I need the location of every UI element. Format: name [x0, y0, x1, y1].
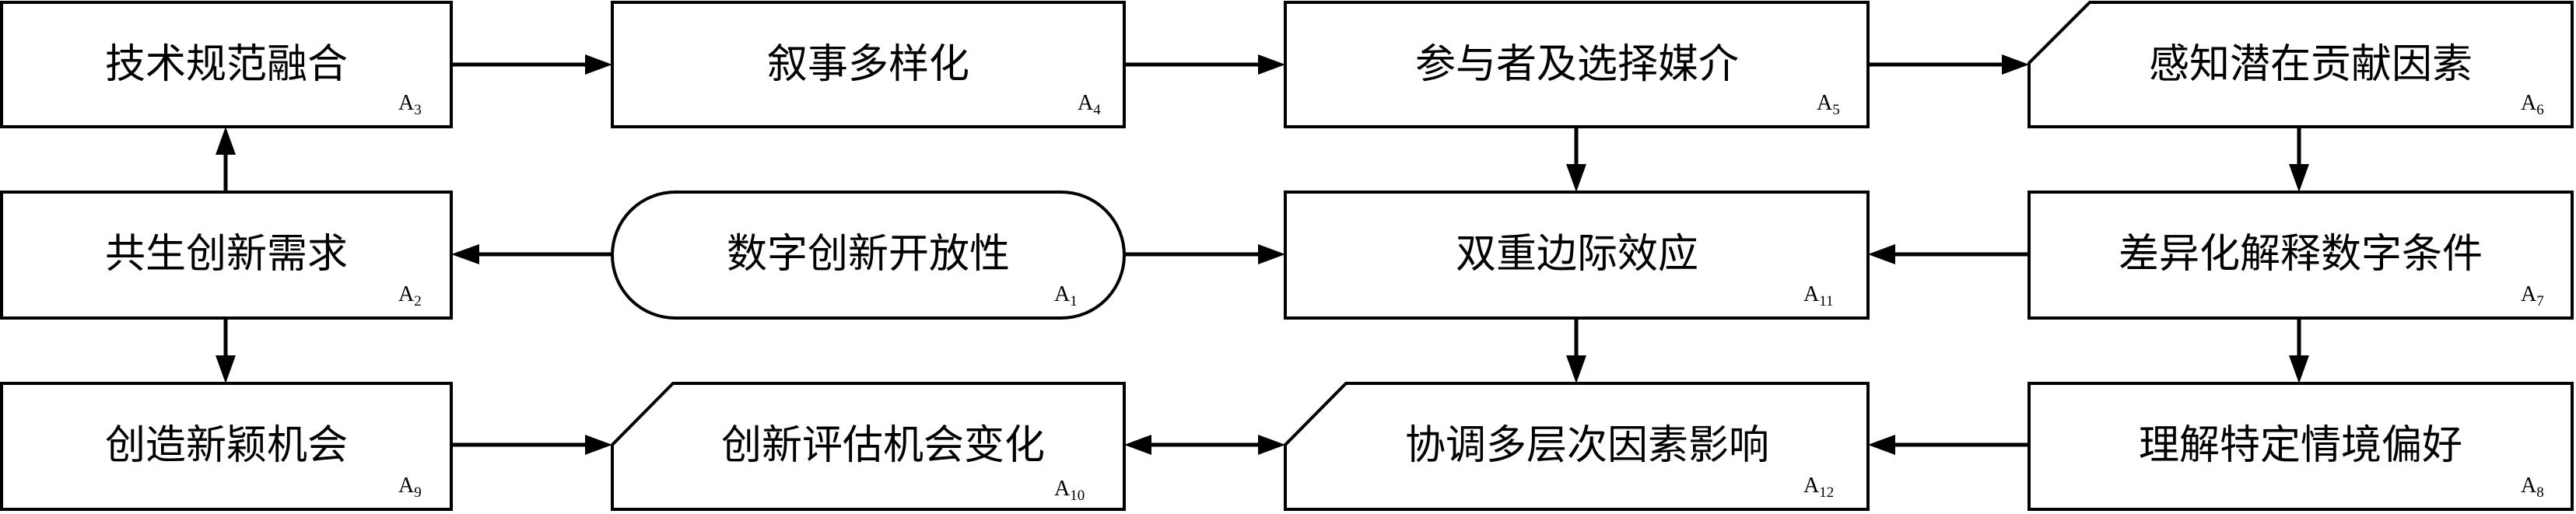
edge-a5-a6	[1868, 54, 2029, 75]
node-a1-label: 数字创新开放性	[727, 231, 1010, 278]
node-a9-id: A9	[398, 474, 422, 501]
edge-a7-a8	[2289, 318, 2309, 383]
edge-a5-a11	[1566, 127, 1586, 192]
node-a4: 叙事多样化 A4	[611, 1, 1126, 128]
node-a8-id: A8	[2521, 474, 2544, 501]
node-a3-id: A3	[398, 91, 422, 118]
node-a7: 差异化解释数字条件 A7	[2028, 191, 2574, 320]
node-a2-label: 共生创新需求	[105, 231, 348, 278]
node-a5-label: 参与者及选择媒介	[1415, 41, 1739, 88]
edge-a2-a3	[216, 127, 236, 192]
node-a10-id: A10	[1054, 477, 1085, 504]
node-a11-id: A11	[1803, 282, 1834, 309]
node-a3-label: 技术规范融合	[105, 41, 348, 88]
node-a7-label: 差异化解释数字条件	[2119, 231, 2483, 278]
edge-a1-a11	[1124, 244, 1285, 264]
edge-a6-a7	[2289, 127, 2309, 192]
edge-a4-a5	[1124, 54, 1285, 75]
edges	[216, 54, 2309, 455]
node-a12-id: A12	[1803, 474, 1834, 501]
edge-a1-a2	[451, 244, 612, 264]
node-a5-id: A5	[1817, 91, 1840, 118]
node-a7-id: A7	[2521, 282, 2544, 309]
node-a9-label: 创造新颖机会	[105, 422, 348, 469]
node-a9: 创造新颖机会 A9	[0, 382, 453, 511]
node-a10: 创新评估机会变化 A10	[611, 382, 1126, 511]
node-a12-label: 协调多层次因素影响	[1405, 422, 1769, 469]
node-a2-id: A2	[398, 282, 422, 309]
edge-a3-a4	[451, 54, 612, 75]
node-a4-label: 叙事多样化	[767, 41, 969, 88]
node-a11: 双重边际效应 A11	[1284, 191, 1870, 320]
edge-a7-a11	[1868, 244, 2029, 264]
edge-a10-a12	[1124, 435, 1285, 455]
node-a6-label: 感知潜在贡献因素	[2149, 41, 2473, 88]
node-a4-id: A4	[1078, 91, 1101, 118]
edge-a2-a9	[216, 318, 236, 383]
node-a10-label: 创新评估机会变化	[721, 422, 1045, 469]
node-a6: 感知潜在贡献因素 A6	[2028, 1, 2574, 128]
node-a11-label: 双重边际效应	[1456, 231, 1698, 278]
node-a12: 协调多层次因素影响 A12	[1284, 382, 1870, 511]
node-a8-label: 理解特定情境偏好	[2139, 422, 2462, 469]
node-a6-id: A6	[2521, 91, 2544, 118]
node-a1: 数字创新开放性 A1	[611, 191, 1126, 320]
edge-a8-a12	[1868, 435, 2029, 455]
node-a1-id: A1	[1054, 282, 1078, 309]
node-a3: 技术规范融合 A3	[0, 1, 453, 128]
node-a2: 共生创新需求 A2	[0, 191, 453, 320]
edge-a9-a10	[451, 435, 612, 455]
node-a5: 参与者及选择媒介 A5	[1284, 1, 1870, 128]
node-a8: 理解特定情境偏好 A8	[2028, 382, 2574, 511]
edge-a11-a12	[1566, 318, 1586, 383]
